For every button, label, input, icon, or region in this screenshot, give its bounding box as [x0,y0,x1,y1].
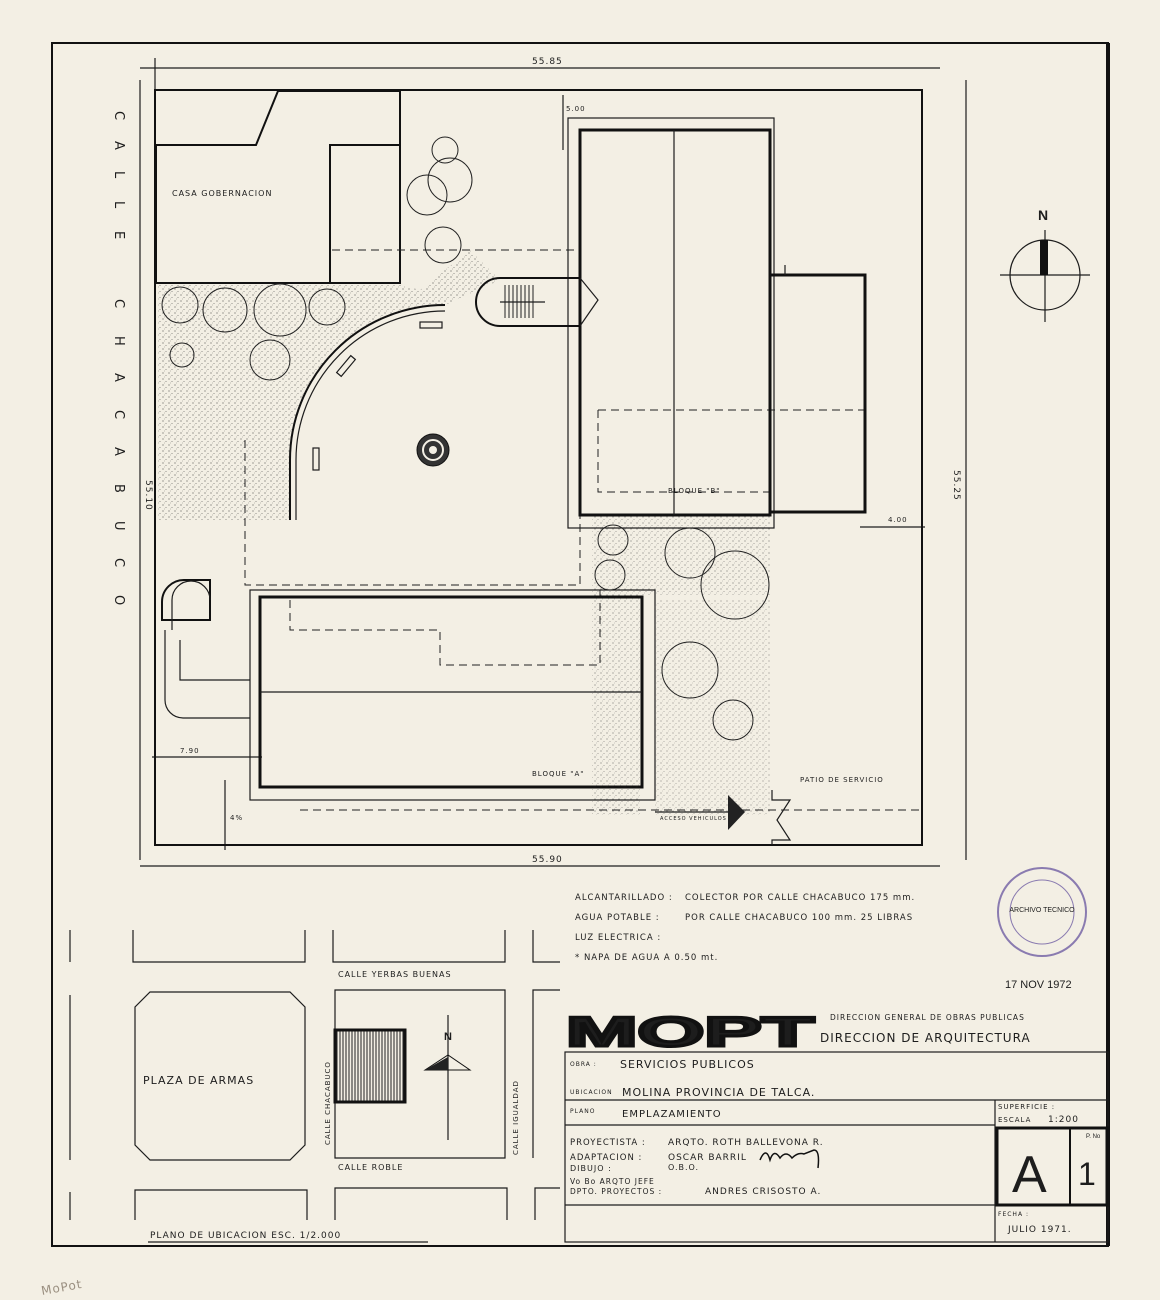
street-letter: A [111,373,126,383]
street-chacabuco: CALLE CHACABUCO [324,1061,332,1145]
stair-a [160,578,250,719]
street-letter: A [111,447,126,457]
fountain [416,433,450,467]
dimensions: 55.85 55.90 55.10 55.25 5.00 4.00 7.90 4… [139,57,967,867]
vobo-label-1: Vo Bo ARQTO JEFE [570,1177,655,1186]
agency-line-1: DIRECCION GENERAL DE OBRAS PUBLICAS [830,1013,1025,1022]
dim-bottom: 55.90 [532,855,563,865]
dim-right: 55.25 [951,470,961,501]
casa-label: CASA GOBERNACION [172,189,272,198]
sheet-letter: A [1012,1146,1047,1204]
slope-label: 4% [230,814,243,822]
note-label: * NAPA DE AGUA A 0.50 mt. [575,953,718,963]
archive-stamp: ARCHIVO TECNICO 17 NOV 1972 [997,867,1087,991]
north-arrow: N [1000,207,1090,322]
superficie-label: SUPERFICIE : [998,1103,1055,1111]
plano-value: EMPLAZAMIENTO [622,1109,722,1120]
bloque-b: BLOQUE "B" [567,117,867,529]
street-letter: L [111,171,126,179]
street-letter: U [111,521,126,532]
street-letter: A [111,141,126,151]
dim-setback-left: 7.90 [180,747,200,755]
note-value: POR CALLE CHACABUCO 100 mm. 25 LIBRAS [685,913,913,923]
plaza-de-armas: PLAZA DE ARMAS [143,1074,254,1087]
bloque-a: BLOQUE "A" [249,589,656,801]
dibujo-value: O.B.O. [668,1163,699,1172]
service-entrance: PATIO DE SERVICIO ACCESO VEHICULOS [655,776,884,845]
adaptacion-label: ADAPTACION : [570,1153,642,1163]
sheet-no-label: P. No [1086,1134,1101,1140]
dim-setback-top: 5.00 [566,105,586,113]
stamp-date: 17 NOV 1972 [1005,979,1072,991]
street-roble: CALLE ROBLE [338,1163,403,1172]
street-letter: E [111,231,126,240]
street-letter: C [111,410,126,420]
obra-value: SERVICIOS PUBLICOS [620,1058,755,1071]
stair-b [475,277,599,327]
ubicacion-label: UBICACION [570,1089,613,1096]
fecha-label: FECHA : [998,1211,1029,1218]
dibujo-label: DIBUJO : [570,1164,612,1173]
location-plan-title: PLANO DE UBICACION ESC. 1/2.000 [150,1231,341,1241]
adaptacion-value: OSCAR BARRIL [668,1153,747,1163]
mopt-logo-text: MOPT [566,1008,815,1055]
escala-value: 1:200 [1048,1115,1079,1125]
street-yerbas-buenas: CALLE YERBAS BUENAS [338,970,452,979]
street-letter: L [111,201,126,209]
ubicacion-value: MOLINA PROVINCIA DE TALCA. [622,1086,815,1099]
street-label-chacabuco: C A L L E C H A C A B U C O [111,111,126,606]
location-plan: N CALLE YERBAS BUENAS CALLE ROBLE CALLE … [69,930,560,1243]
title-block: OBRA : SERVICIOS PUBLICOS UBICACION MOLI… [564,1051,1109,1243]
note-label: LUZ ELECTRICA : [575,933,661,943]
street-letter: C [111,558,126,568]
dim-left: 55.10 [143,480,153,511]
street-letter: O [111,595,126,606]
proyectista-value: ARQTO. ROTH BALLEVONA R. [668,1138,824,1148]
street-letter: C [111,299,126,309]
trees [161,136,770,741]
site-boundary [154,89,923,846]
vobo-value: ANDRES CRISOSTO A. [705,1187,821,1197]
note-label: AGUA POTABLE : [575,913,660,923]
casa-gobernacion: CASA GOBERNACION [155,90,401,284]
street-letter: B [111,484,126,494]
bloque-a-label: BLOQUE "A" [532,770,584,778]
street-letter: H [111,336,126,347]
obra-label: OBRA : [570,1061,597,1068]
fecha-value: JULIO 1971. [1007,1225,1072,1235]
location-north-label: N [444,1031,452,1043]
entry-label: ACCESO VEHICULOS [660,816,727,822]
curved-walkway [289,304,446,520]
mopt-logo: MOPT DIRECCION GENERAL DE OBRAS PUBLICAS… [565,1007,1031,1057]
agency-line-2: DIRECCION DE ARQUITECTURA [820,1031,1031,1045]
bloque-b-label: BLOQUE "B" [668,487,721,495]
note-label: ALCANTARILLADO : [575,893,673,903]
street-letter: C [111,111,126,121]
street-igualdad: CALLE IGUALDAD [512,1080,520,1155]
proyectista-label: PROYECTISTA : [570,1138,646,1148]
escala-label: ESCALA [998,1116,1031,1124]
margin-pencil-note: MoPot [40,1277,83,1298]
notes: ALCANTARILLADO : COLECTOR POR CALLE CHACA… [575,893,915,963]
note-value: COLECTOR POR CALLE CHACABUCO 175 mm. [685,893,915,903]
sheet-number: 1 [1078,1156,1096,1192]
north-label: N [1038,207,1048,223]
plano-label: PLANO [570,1108,595,1115]
dim-top: 55.85 [532,57,563,67]
stamp-text: ARCHIVO TECNICO [1009,907,1075,914]
signature [759,1149,820,1169]
dim-setback-right: 4.00 [888,516,908,524]
landscape-area [158,250,500,520]
vobo-label-2: DPTO. PROYECTOS : [570,1187,662,1196]
service-label: PATIO DE SERVICIO [800,776,884,784]
